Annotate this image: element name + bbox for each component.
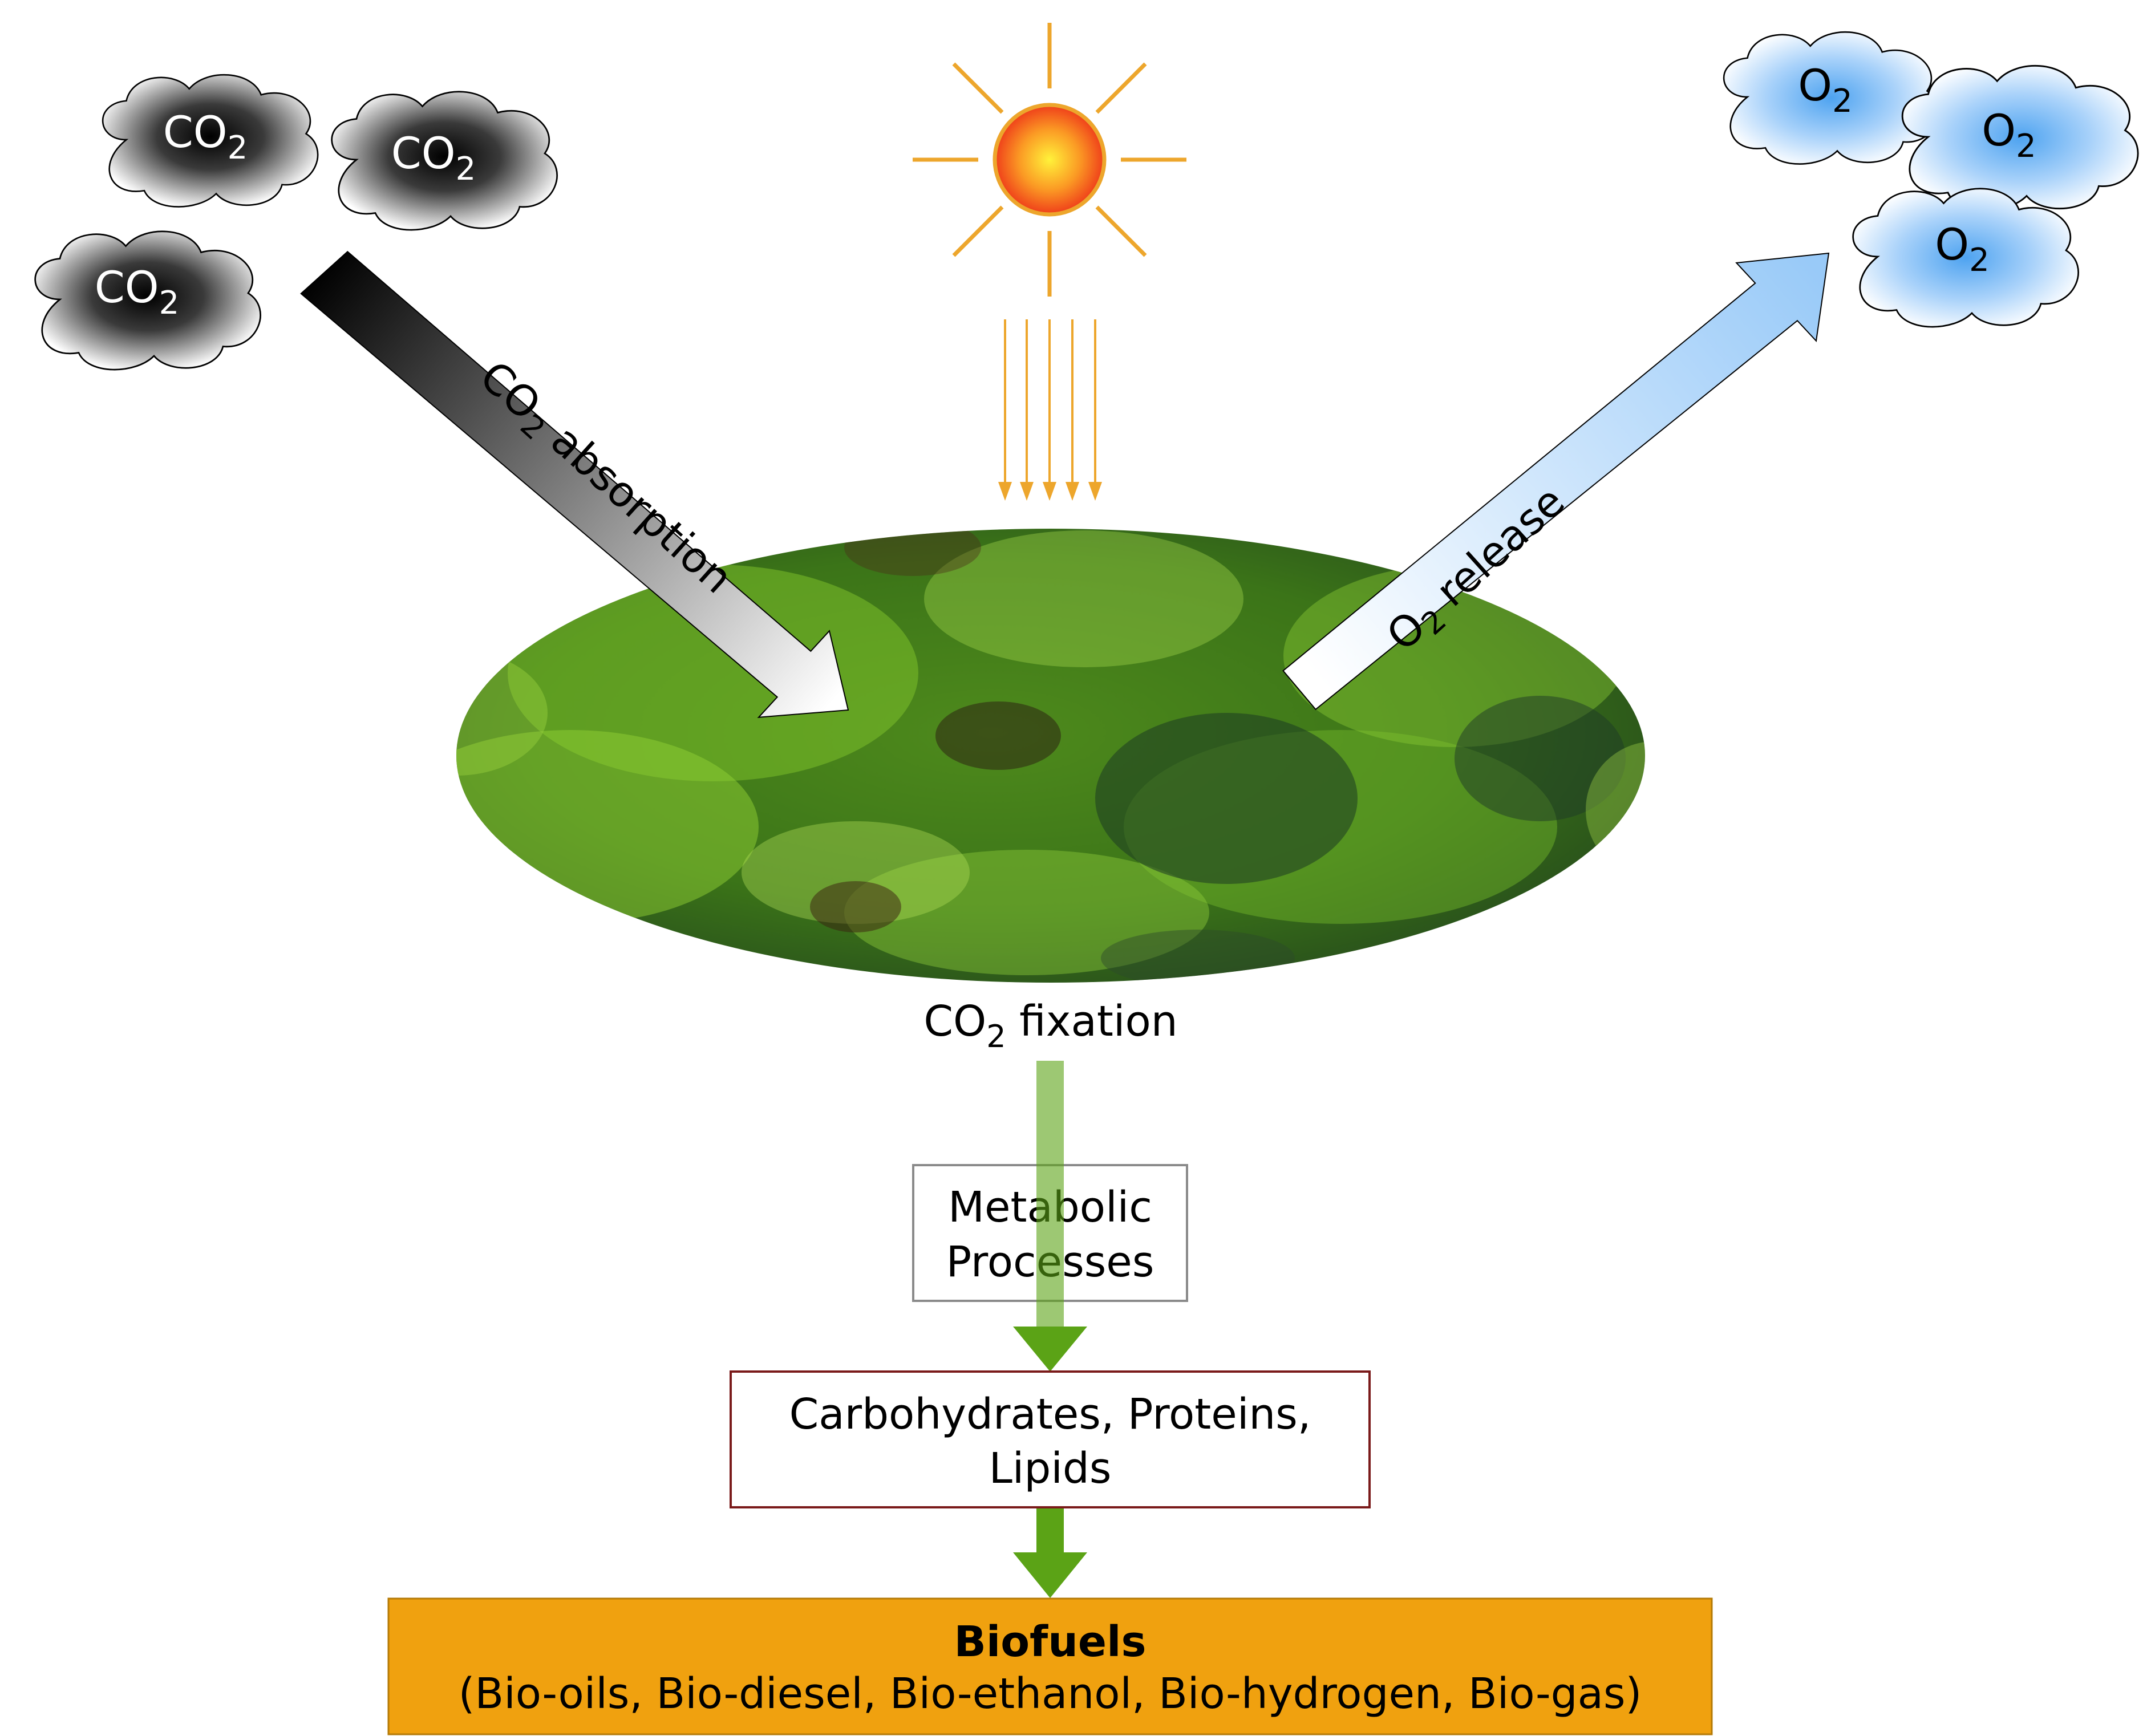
products-line2: Lipids xyxy=(989,1444,1112,1493)
flow-arrow-to-products xyxy=(1013,1061,1087,1372)
algae-pond-image xyxy=(456,529,1645,983)
light-rays xyxy=(998,319,1102,501)
o2-cloud: O2 xyxy=(1723,31,1940,165)
co2-cloud-subscript: 2 xyxy=(456,151,476,188)
biofuels-title: Biofuels xyxy=(954,1617,1146,1666)
svg-text:CO2: CO2 xyxy=(163,107,248,167)
o2-cloud: O2 xyxy=(1901,64,2139,212)
o2-cloud-subscript: 2 xyxy=(1832,83,1853,120)
biofuels-subtitle: (Bio-oils, Bio-diesel, Bio-ethanol, Bio-… xyxy=(459,1669,1642,1718)
svg-text:O2: O2 xyxy=(1982,105,2036,165)
co2-cloud: CO2 xyxy=(34,230,262,371)
o2-cloud-subscript: 2 xyxy=(1969,242,1990,279)
svg-text:CO2 absorption: CO2 absorption xyxy=(467,351,742,606)
co2-cloud: CO2 xyxy=(331,91,558,231)
co2-fixation-caption: CO2 fixation xyxy=(923,997,1177,1054)
o2-cloud-subscript: 2 xyxy=(2016,128,2036,165)
o2-cloud-label: O xyxy=(1798,60,1832,111)
co2-cloud-label: CO xyxy=(95,262,159,313)
svg-text:O2: O2 xyxy=(1935,219,1989,279)
svg-text:CO2: CO2 xyxy=(95,262,180,322)
macromolecules-box: Carbohydrates, Proteins, Lipids xyxy=(730,1370,1371,1508)
co2-cloud-label: CO xyxy=(391,128,456,179)
co2-cloud-subscript: 2 xyxy=(228,129,248,167)
svg-text:O2: O2 xyxy=(1798,60,1852,120)
svg-text:CO2: CO2 xyxy=(391,128,476,188)
flow-arrow-to-biofuels xyxy=(1013,1508,1087,1598)
sun-icon xyxy=(913,23,1186,297)
co2-fixation-label: CO xyxy=(923,997,986,1046)
products-line1: Carbohydrates, Proteins, xyxy=(789,1390,1311,1439)
co2-cloud-label: CO xyxy=(163,107,228,157)
co2-fixation-subscript: 2 xyxy=(986,1019,1006,1054)
biofuels-box: Biofuels (Bio-oils, Bio-diesel, Bio-etha… xyxy=(387,1597,1713,1735)
o2-cloud-label: O xyxy=(1982,105,2016,156)
co2-fixation-text: fixation xyxy=(1006,997,1178,1046)
co2-cloud-subscript: 2 xyxy=(159,285,180,322)
o2-cloud: O2 xyxy=(1852,188,2080,328)
co2-cloud: CO2 xyxy=(102,74,319,208)
o2-cloud-label: O xyxy=(1935,219,1969,270)
